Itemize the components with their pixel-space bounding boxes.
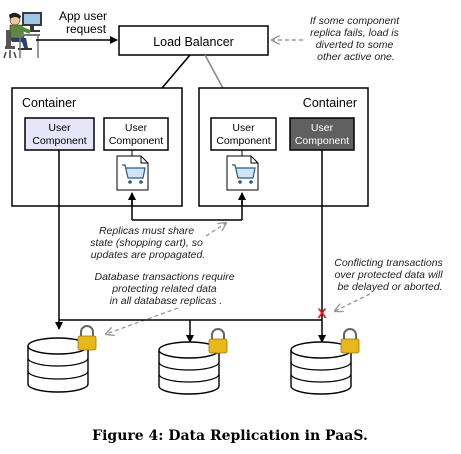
failover-note-line1: If some component [310,15,400,27]
user-component-3-line2: Component [216,135,270,147]
db-note-line3: in all database replicas . [110,295,223,307]
lock-icon-2 [208,328,228,354]
user-label-line2: request [66,22,107,36]
replicas-note: Replicas must share state (shopping cart… [90,225,206,261]
database-icon-1 [27,337,89,393]
user-component-3-line1: User [232,122,255,134]
user-at-computer-icon [3,12,42,59]
database-icon-3 [290,341,352,395]
replicas-note-line1: Replicas must share [99,225,194,237]
database-icon-2 [158,341,220,395]
db-note-line2: protecting related data [111,283,217,295]
failover-note-line3: diverted to some [316,39,394,51]
failover-note-line2: replica fails, load is [310,27,399,39]
figure-caption: Figure 4: Data Replication in PaaS. [92,428,368,444]
load-balancer-box [118,25,269,56]
user-component-1-line2: Component [32,135,86,147]
user-component-4-line1: User [311,122,334,134]
user-label-line1: App user [59,9,107,23]
user-component-1-line1: User [48,122,71,134]
failover-note-line4: other active one. [317,51,395,63]
lock-icon-1 [77,325,97,351]
conflict-note: Conflicting transactions over protected … [334,257,445,293]
db-note-pointer [106,307,179,334]
container-left-label: Container [22,96,76,110]
user-component-2-line1: User [125,122,148,134]
shopping-cart-icon-right [226,155,259,191]
user-component-3 [210,117,277,151]
db-note: Database transactions require protecting… [94,271,237,307]
user-component-4-line2: Component [295,135,349,147]
conflict-note-line3: be delayed or aborted. [337,281,442,293]
replicas-note-line2: state (shopping cart), so [90,237,203,249]
user-component-2 [103,117,169,151]
user-component-2-line2: Component [109,135,163,147]
db-note-line1: Database transactions require [94,271,234,283]
conflict-note-pointer [335,293,371,311]
load-balancer-label: Load Balancer [153,35,234,49]
conflict-note-line1: Conflicting transactions [334,257,443,269]
lock-icon-3 [340,328,360,354]
user-component-1 [24,117,95,151]
shopping-cart-icon-left [116,155,149,191]
container-right-label: Container [303,96,357,110]
replicas-note-line3: updates are propagated. [91,249,205,261]
failover-note: If some component replica fails, load is… [310,15,402,63]
replicas-note-pointer [205,223,226,237]
conflict-x-mark: X [317,305,327,321]
conflict-note-line2: over protected data will [335,269,444,281]
